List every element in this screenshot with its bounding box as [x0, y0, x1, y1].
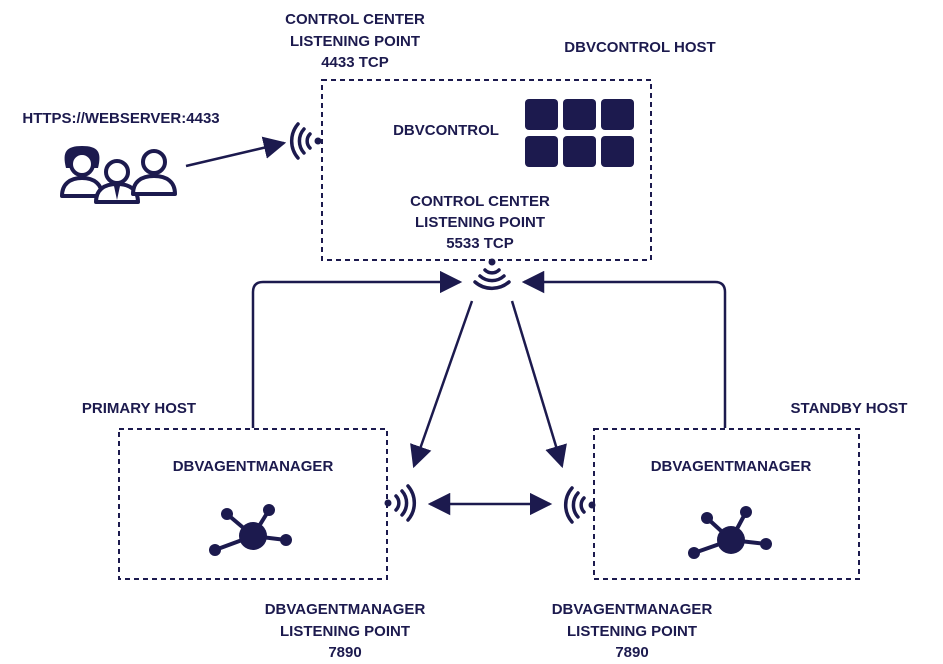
dbvcontrol-title: DBVCONTROL — [393, 122, 499, 139]
network-hub-icon — [688, 506, 772, 559]
primary-host-label: PRIMARY HOST — [82, 400, 196, 417]
wifi-signal-icon — [290, 122, 322, 160]
cc-4433-label-line2: LISTENING POINT — [290, 33, 420, 50]
wifi-signal-icon — [564, 486, 596, 524]
control-to-standby-arrow — [510, 300, 567, 469]
network-hub-icon — [209, 504, 292, 556]
users-icon — [60, 146, 177, 204]
dbvcontrol-host-label: DBVCONTROL HOST — [564, 39, 715, 56]
agent-manager-standby-title: DBVAGENTMANAGER — [651, 458, 812, 475]
am-listen-primary-line3: 7890 — [328, 644, 361, 661]
control-to-primary-arrow — [410, 300, 474, 469]
cc-4433-label-line3: 4433 TCP — [321, 54, 389, 71]
grid-app-icon — [525, 99, 634, 167]
standby-to-control-connector — [521, 270, 727, 428]
primary-to-control-connector — [251, 270, 463, 428]
standby-host-label: STANDBY HOST — [791, 400, 908, 417]
am-listen-standby-line3: 7890 — [615, 644, 648, 661]
standby-host-box: DBVAGENTMANAGER — [593, 428, 860, 580]
agent-manager-primary-title: DBVAGENTMANAGER — [173, 458, 334, 475]
cc-4433-label-line1: CONTROL CENTER — [285, 11, 425, 28]
am-listen-primary-line2: LISTENING POINT — [280, 623, 410, 640]
am-listen-standby-line2: LISTENING POINT — [567, 623, 697, 640]
wifi-signal-icon — [473, 258, 511, 290]
am-listen-standby-line1: DBVAGENTMANAGER — [552, 601, 713, 618]
cc-5533-label-line2: LISTENING POINT — [415, 214, 545, 231]
https-url-label: HTTPS://WEBSERVER:4433 — [22, 110, 219, 127]
cc-5533-label-line3: 5533 TCP — [446, 235, 514, 252]
cc-5533-label-line1: CONTROL CENTER — [410, 193, 550, 210]
primary-host-box: DBVAGENTMANAGER — [118, 428, 388, 580]
wifi-signal-icon — [384, 484, 416, 522]
users-to-control-arrow — [185, 136, 287, 168]
am-listen-primary-line1: DBVAGENTMANAGER — [265, 601, 426, 618]
dbvcontrol-host-box: DBVCONTROL CONTROL CENTER LISTENING POIN… — [321, 79, 652, 261]
